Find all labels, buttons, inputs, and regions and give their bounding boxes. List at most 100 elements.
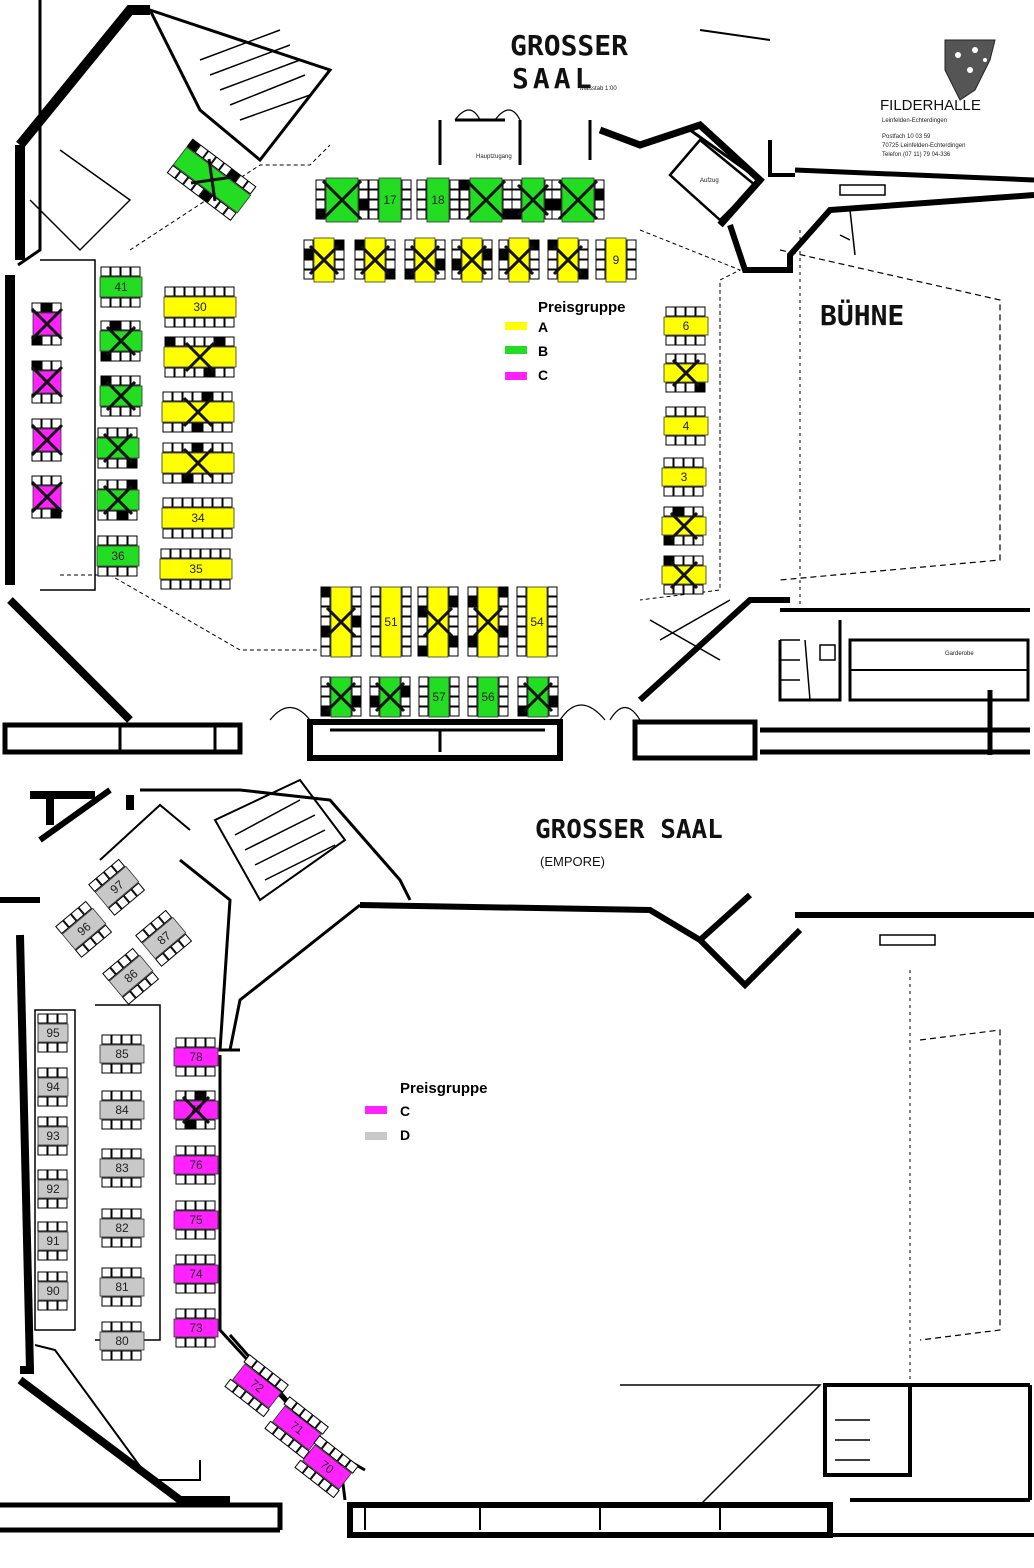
table-9[interactable]: 9 xyxy=(595,237,637,283)
table-4[interactable]: 4 xyxy=(663,406,709,446)
table-t-cg-1[interactable] xyxy=(320,676,362,718)
table-6[interactable]: 6 xyxy=(663,306,709,346)
table-86[interactable]: 86 xyxy=(102,947,160,1005)
table-94[interactable]: 94 xyxy=(37,1067,69,1107)
table-74[interactable]: 74 xyxy=(173,1254,219,1294)
table-84[interactable]: 84 xyxy=(99,1090,145,1130)
table-t-cy-3[interactable] xyxy=(417,586,459,658)
sold-x-mark xyxy=(30,423,64,457)
chair xyxy=(222,497,233,508)
table-t-ry-5[interactable] xyxy=(661,506,707,546)
table-78[interactable]: 78 xyxy=(173,1037,219,1077)
table-36[interactable]: 36 xyxy=(96,535,140,577)
table-t-r2-6[interactable] xyxy=(547,237,589,283)
table-82[interactable]: 82 xyxy=(99,1208,145,1248)
table-t-cy-1[interactable] xyxy=(320,586,362,658)
chair xyxy=(101,1296,112,1307)
table-t-lw-1[interactable] xyxy=(30,302,64,346)
table-t-r2-5[interactable] xyxy=(498,237,540,283)
table-t-lg-3[interactable] xyxy=(99,375,143,417)
table-96[interactable]: 96 xyxy=(55,900,113,958)
table-91[interactable]: 91 xyxy=(37,1221,69,1261)
table-t-lw-4[interactable] xyxy=(30,475,64,519)
table-76[interactable]: 76 xyxy=(173,1145,219,1185)
table-71[interactable]: 71 xyxy=(264,1396,329,1460)
table-t-r2-3[interactable] xyxy=(404,237,446,283)
table-97[interactable]: 97 xyxy=(88,858,146,916)
table-t-cg-5[interactable] xyxy=(517,676,559,718)
table-56[interactable]: 56 xyxy=(467,676,509,718)
chair xyxy=(111,1208,122,1219)
table-17[interactable]: 17 xyxy=(368,177,412,223)
table-92[interactable]: 92 xyxy=(37,1169,69,1209)
table-t-lg-5[interactable] xyxy=(96,479,140,521)
table-t-r2-1[interactable] xyxy=(303,237,345,283)
table-51[interactable]: 51 xyxy=(370,586,412,658)
chair xyxy=(107,535,118,546)
chair xyxy=(37,1300,48,1311)
chair xyxy=(351,596,362,607)
chair xyxy=(683,486,694,497)
chair xyxy=(101,1177,112,1188)
table-t-ly-3[interactable] xyxy=(161,391,235,433)
table-83[interactable]: 83 xyxy=(99,1148,145,1188)
table-t-r2-4[interactable] xyxy=(451,237,493,283)
chair xyxy=(130,320,141,331)
table-77[interactable]: 77 xyxy=(173,1090,219,1130)
table-75[interactable]: 75 xyxy=(173,1200,219,1240)
table-34[interactable]: 34 xyxy=(161,497,235,539)
table-70[interactable]: 70 xyxy=(294,1435,359,1499)
chair xyxy=(195,1337,206,1348)
chair xyxy=(498,676,509,687)
table-t-ly-4[interactable] xyxy=(161,442,235,484)
table-80[interactable]: 80 xyxy=(99,1321,145,1361)
table-t-ry-6b[interactable] xyxy=(661,555,707,595)
chair xyxy=(224,286,235,297)
table-90[interactable]: 90 xyxy=(37,1271,69,1311)
table-t-lw-2[interactable] xyxy=(30,360,64,404)
table-41[interactable]: 41 xyxy=(99,266,143,308)
table-t-r1-4[interactable] xyxy=(459,177,513,223)
table-54[interactable]: 54 xyxy=(516,586,558,658)
table-t-r1-1[interactable] xyxy=(315,177,369,223)
chair xyxy=(131,1237,142,1248)
chair xyxy=(145,971,160,986)
chair xyxy=(401,199,412,210)
table-30[interactable]: 30 xyxy=(163,286,237,328)
table-87[interactable]: 87 xyxy=(135,909,193,967)
chair xyxy=(354,239,365,250)
table-t-lg-2[interactable] xyxy=(99,320,143,362)
table-95[interactable]: 95 xyxy=(37,1013,69,1053)
table-93[interactable]: 93 xyxy=(37,1116,69,1156)
table-t-lw-3[interactable] xyxy=(30,418,64,462)
table-t-cy-4[interactable] xyxy=(467,586,509,658)
chair xyxy=(174,336,185,347)
chair xyxy=(121,1237,132,1248)
table-surface xyxy=(173,1047,219,1067)
table-72[interactable]: 72 xyxy=(224,1354,289,1418)
table-81[interactable]: 81 xyxy=(99,1267,145,1307)
chair xyxy=(111,1267,122,1278)
chair xyxy=(548,686,559,697)
chair xyxy=(200,579,211,590)
table-t-lg-4[interactable] xyxy=(96,427,140,469)
table-18[interactable]: 18 xyxy=(416,177,460,223)
table-t-ry-2[interactable] xyxy=(663,353,709,393)
table-85[interactable]: 85 xyxy=(99,1034,145,1074)
chair xyxy=(212,422,223,433)
table-t-cg-2[interactable] xyxy=(369,676,411,718)
table-3[interactable]: 3 xyxy=(661,457,707,497)
table-t-top-rot[interactable] xyxy=(166,138,257,221)
chair xyxy=(354,269,365,280)
table-t-r1-6[interactable] xyxy=(551,177,605,223)
table-35[interactable]: 35 xyxy=(159,548,233,590)
table-57[interactable]: 57 xyxy=(418,676,460,718)
table-t-ly-2[interactable] xyxy=(163,336,237,378)
chair xyxy=(351,706,362,717)
chair xyxy=(401,626,412,637)
chair xyxy=(172,422,183,433)
table-t-r2-2[interactable] xyxy=(354,237,396,283)
chair xyxy=(310,1471,325,1486)
table-t-r1-5[interactable] xyxy=(511,177,555,223)
table-73[interactable]: 73 xyxy=(173,1308,219,1348)
